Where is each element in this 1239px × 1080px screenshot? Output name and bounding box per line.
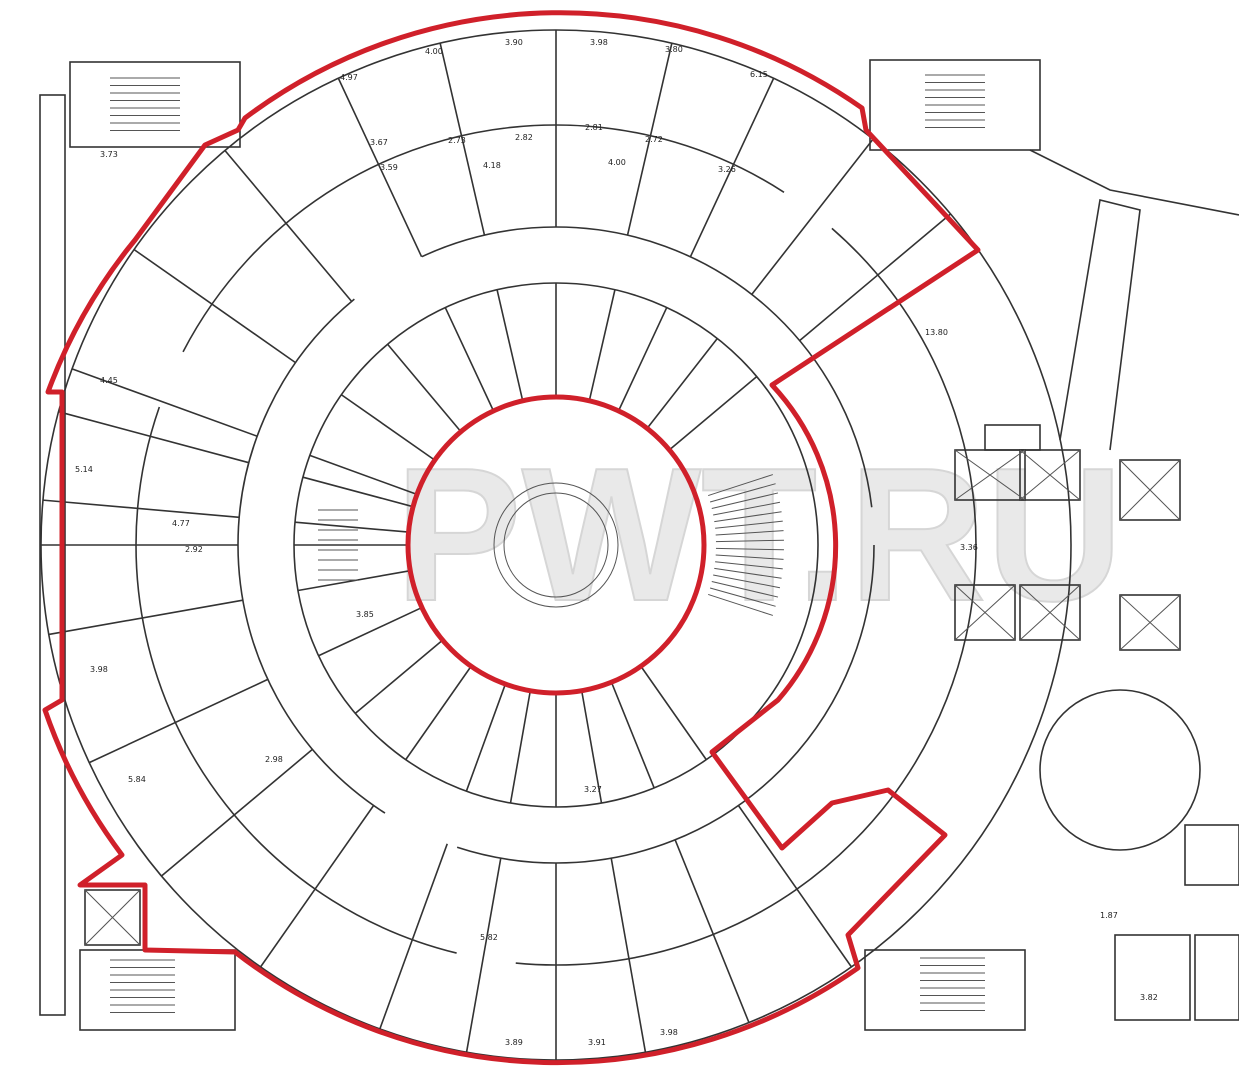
dim-label: 4.97 bbox=[340, 73, 358, 82]
dim-label: 3.59 bbox=[380, 163, 398, 172]
stair-step bbox=[714, 567, 782, 579]
room-wall bbox=[444, 307, 495, 412]
dim-label: 3.98 bbox=[590, 38, 608, 47]
stair-step bbox=[708, 593, 773, 616]
room-wall bbox=[610, 681, 655, 789]
room-wall bbox=[340, 394, 436, 461]
stair-step bbox=[713, 501, 781, 516]
dim-label: 3.98 bbox=[90, 665, 108, 674]
stair-step bbox=[715, 547, 784, 551]
elevator-crosses bbox=[84, 449, 1181, 946]
dim-label: 6.15 bbox=[750, 70, 768, 79]
room-wall bbox=[799, 213, 952, 342]
room-wall bbox=[42, 499, 240, 519]
room-wall bbox=[259, 805, 375, 968]
dim-label: 3.82 bbox=[1140, 993, 1158, 1002]
room-wall bbox=[379, 843, 448, 1030]
dim-label: 4.00 bbox=[608, 158, 626, 167]
room-wall bbox=[302, 476, 414, 508]
room-wall bbox=[751, 138, 874, 295]
room-wall bbox=[337, 77, 423, 258]
room-wall bbox=[386, 343, 462, 433]
room-wall bbox=[737, 805, 853, 968]
room-wall bbox=[668, 375, 758, 451]
stair-step bbox=[715, 539, 784, 543]
dim-label: 3.80 bbox=[665, 45, 683, 54]
room-wall bbox=[224, 149, 353, 302]
dim-label: 4.45 bbox=[100, 376, 118, 385]
stair-step bbox=[708, 474, 773, 497]
stair-step bbox=[713, 574, 781, 589]
dim-label: 3.73 bbox=[100, 150, 118, 159]
room-wall bbox=[58, 410, 250, 464]
room-wall bbox=[88, 678, 269, 764]
dim-label: 3.27 bbox=[584, 785, 602, 794]
dim-label: 2.98 bbox=[265, 755, 283, 764]
room-wall bbox=[674, 839, 750, 1023]
room-wall bbox=[160, 748, 313, 877]
dimension-labels: 4.97 4.00 3.90 3.98 3.80 6.15 3.67 2.73 … bbox=[75, 38, 1158, 1047]
room-wall bbox=[354, 639, 444, 715]
room-wall bbox=[71, 368, 258, 437]
outer-building-walls bbox=[39, 59, 1239, 1031]
room-wall bbox=[297, 569, 411, 592]
room-wall bbox=[646, 338, 718, 429]
room-wall bbox=[318, 606, 423, 657]
room-wall bbox=[48, 599, 243, 636]
dim-label: 4.18 bbox=[483, 161, 501, 170]
room-wall bbox=[509, 690, 532, 804]
room-wall bbox=[405, 665, 472, 761]
dim-label: 3.26 bbox=[718, 165, 736, 174]
dim-label: 2.81 bbox=[585, 123, 603, 132]
room-wall bbox=[640, 665, 707, 761]
dim-label: 5.82 bbox=[480, 933, 498, 942]
stair-step bbox=[714, 511, 782, 523]
dim-label: 3.85 bbox=[356, 610, 374, 619]
stair-step bbox=[715, 554, 784, 560]
room-wall bbox=[580, 690, 603, 804]
stair-hatching bbox=[110, 74, 985, 1013]
leased-area-boundary bbox=[42, 10, 981, 1066]
dim-label: 3.91 bbox=[588, 1038, 606, 1047]
stair-step bbox=[715, 530, 784, 536]
room-wall bbox=[626, 43, 673, 236]
room-wall bbox=[617, 307, 668, 412]
room-wall bbox=[439, 43, 486, 236]
stair-step bbox=[715, 561, 783, 570]
stair-step bbox=[709, 587, 776, 607]
dim-label: 3.90 bbox=[505, 38, 523, 47]
room-wall bbox=[133, 248, 296, 364]
room-wall bbox=[465, 858, 502, 1053]
room-wall bbox=[610, 858, 647, 1053]
dim-label: 1.87 bbox=[1100, 911, 1118, 920]
stair-step bbox=[711, 581, 779, 598]
stair-step bbox=[709, 483, 776, 503]
svg-text:PWT.RU: PWT.RU bbox=[395, 429, 1123, 641]
dim-label: 2.72 bbox=[645, 135, 663, 144]
dim-label: 2.82 bbox=[515, 133, 533, 142]
dim-label: 5.14 bbox=[75, 465, 93, 474]
dim-label: 2.92 bbox=[185, 545, 203, 554]
room-wall bbox=[689, 77, 775, 258]
watermark: PWT.RU bbox=[394, 428, 1124, 642]
dim-label: 4.00 bbox=[425, 47, 443, 56]
room-wall bbox=[294, 521, 409, 533]
stair-step bbox=[711, 492, 779, 509]
radial-walls bbox=[41, 30, 952, 1060]
dim-label: 2.73 bbox=[448, 136, 466, 145]
room-wall bbox=[496, 289, 524, 401]
dim-label: 4.77 bbox=[172, 519, 190, 528]
dim-label: 13.80 bbox=[925, 328, 948, 337]
room-wall bbox=[309, 454, 418, 496]
stair-step bbox=[715, 520, 783, 529]
room-wall bbox=[465, 683, 507, 792]
dim-label: 5.84 bbox=[128, 775, 146, 784]
dim-label: 3.98 bbox=[660, 1028, 678, 1037]
dim-label: 3.67 bbox=[370, 138, 388, 147]
room-wall bbox=[588, 289, 616, 401]
dim-label: 3.36 bbox=[960, 543, 978, 552]
dim-label: 3.89 bbox=[505, 1038, 523, 1047]
